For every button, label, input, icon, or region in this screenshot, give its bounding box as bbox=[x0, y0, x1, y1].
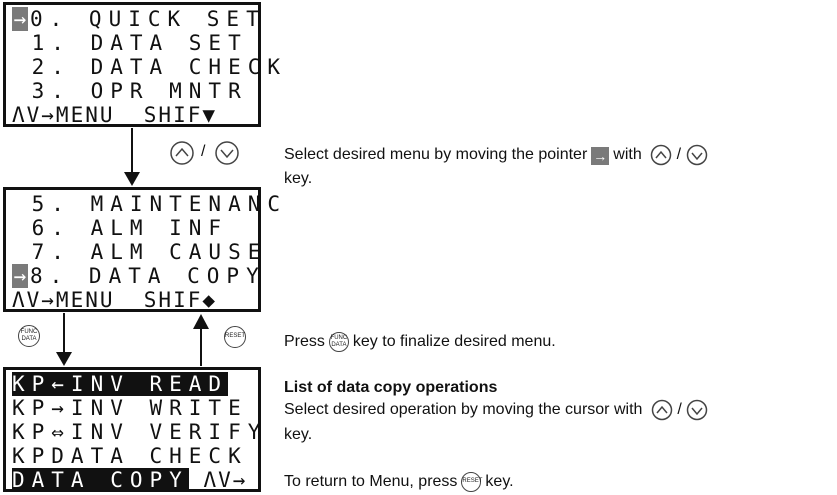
pointer-icon: → bbox=[591, 147, 610, 166]
menu-line-data-copy[interactable]: →8. DATA COPY bbox=[12, 264, 266, 288]
menu-line-alm-inf[interactable]: 6. ALM INF bbox=[12, 216, 229, 240]
op-kp-data-check[interactable]: KPDATA CHECK bbox=[12, 444, 248, 468]
up-key-icon bbox=[650, 144, 672, 166]
up-key-icon bbox=[651, 399, 673, 421]
menu-line-data-check[interactable]: 2. DATA CHECK bbox=[12, 55, 288, 79]
arrow-head-down-1 bbox=[124, 172, 140, 186]
lcd-footer: ΛV→MENU SHIF▼ bbox=[12, 103, 218, 127]
arrow-head-down-2 bbox=[56, 352, 72, 366]
down-key-icon bbox=[686, 399, 708, 421]
op-kp-inv-read[interactable]: KP←INV READ bbox=[12, 372, 229, 396]
down-key-icon bbox=[686, 144, 707, 166]
menu-line-data-set[interactable]: 1. DATA SET bbox=[12, 31, 248, 55]
note-select-op: Select desired operation by moving the c… bbox=[284, 399, 708, 421]
lcd-screen-menu-bottom: 5. MAINTENANC 6. ALM INF 7. ALM CAUSE →8… bbox=[3, 187, 288, 312]
note-list-title: List of data copy operations bbox=[284, 379, 498, 396]
menu-line-maintenance[interactable]: 5. MAINTENANC bbox=[12, 192, 288, 216]
note-select-menu: Select desired menu by moving the pointe… bbox=[284, 144, 708, 166]
menu-line-opr-mntr[interactable]: 3. OPR MNTR bbox=[12, 79, 248, 103]
menu-line-alm-cause[interactable]: 7. ALM CAUSE bbox=[12, 240, 268, 264]
reset-key-icon: RESET bbox=[461, 471, 482, 492]
arrow-head-up-1 bbox=[193, 314, 209, 329]
down-key-icon bbox=[215, 141, 239, 165]
note-select-menu-key: key. bbox=[284, 170, 313, 187]
pointer-icon: → bbox=[12, 7, 28, 31]
op-kp-inv-write[interactable]: KP→INV WRITE bbox=[12, 396, 248, 420]
menu-line-quick-set[interactable]: →0. QUICK SET bbox=[12, 7, 266, 31]
reset-key-icon[interactable]: RESET bbox=[224, 326, 246, 348]
key-separator: / bbox=[201, 143, 206, 160]
op-kp-inv-verify[interactable]: KP⇔INV VERIFY bbox=[12, 420, 268, 444]
lcd-screen-data-copy: KP←INV READ KP→INV WRITE KP⇔INV VERIFY K… bbox=[3, 367, 261, 492]
lcd-footer: DATA COPY ΛV→ bbox=[12, 468, 248, 492]
lcd-footer: ΛV→MENU SHIF◆ bbox=[12, 288, 218, 312]
note-select-op-key: key. bbox=[284, 426, 313, 443]
lcd-screen-menu-top: →0. QUICK SET 1. DATA SET 2. DATA CHECK … bbox=[3, 2, 288, 127]
up-key-icon bbox=[170, 141, 194, 165]
pointer-icon: → bbox=[12, 264, 28, 288]
